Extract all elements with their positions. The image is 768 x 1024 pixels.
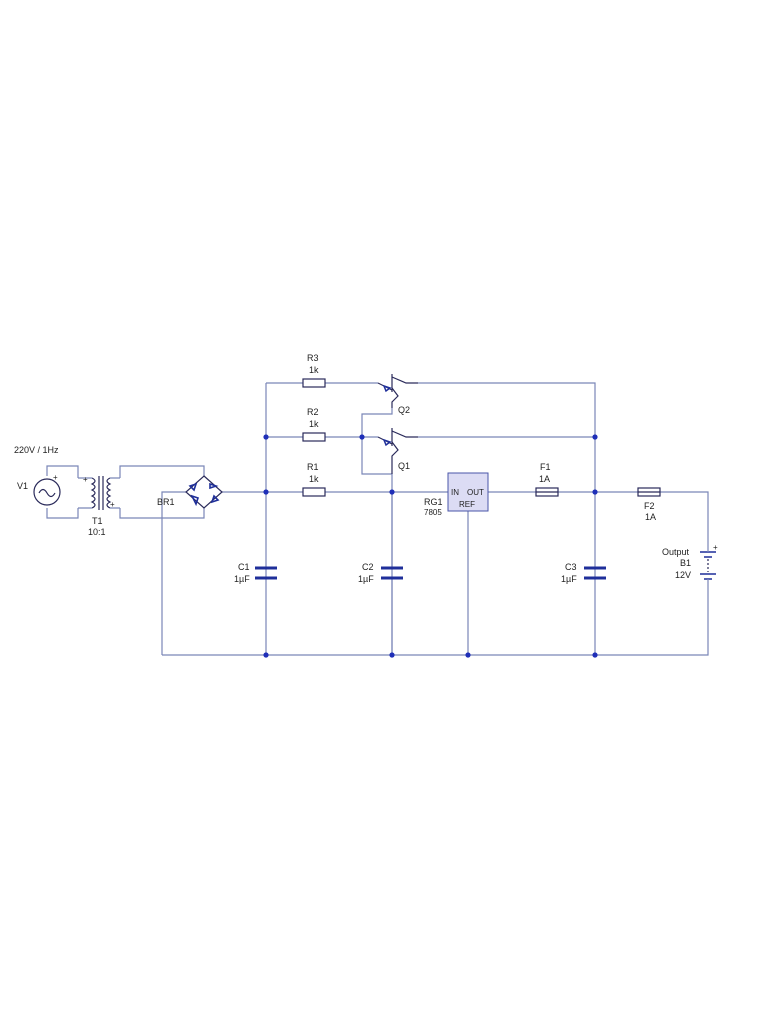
- capacitor-plates: [255, 566, 277, 580]
- primary-coil: [90, 477, 96, 509]
- transistor-q2: Q2: [377, 374, 418, 415]
- emitter-arrow-icon: [382, 384, 392, 393]
- junction: [263, 652, 269, 658]
- capacitor-ref: C1: [238, 562, 250, 572]
- junction: [592, 652, 598, 658]
- secondary-coil: [106, 477, 112, 509]
- transistor-emitter: [391, 387, 399, 408]
- diode-icons: [188, 482, 220, 507]
- junction: [465, 652, 471, 658]
- resistor-body: [302, 378, 326, 388]
- battery-cells: [700, 551, 716, 580]
- wire-q2-collector-right-rail: [418, 382, 596, 655]
- source-ref: V1: [17, 481, 28, 491]
- capacitor-value: 1µF: [358, 574, 374, 584]
- transformer-core: [98, 476, 104, 510]
- capacitor-c2: C2 1µF: [358, 562, 403, 584]
- capacitor-value: 1µF: [234, 574, 250, 584]
- transformer-ref: T1: [92, 516, 103, 526]
- fuse-value: 1A: [539, 474, 550, 484]
- capacitor-value: 1µF: [561, 574, 577, 584]
- junction: [359, 434, 365, 440]
- wire-source-top: [46, 465, 79, 478]
- resistor-r1: R1 1k: [302, 462, 326, 497]
- wire-transformer-sec-bottom: [119, 508, 205, 519]
- source-plus: +: [53, 473, 58, 482]
- fuse-ref: F1: [540, 462, 551, 472]
- regulator-part: 7805: [424, 508, 442, 517]
- junction: [263, 434, 269, 440]
- capacitor-plates: [381, 566, 403, 580]
- regulator-rg1: IN OUT REF RG1 7805: [424, 472, 489, 517]
- resistor-value: 1k: [309, 474, 319, 484]
- transformer-t1: + + T1 10:1: [78, 475, 120, 537]
- transistor-collector: [391, 376, 418, 384]
- transformer-ratio: 10:1: [88, 527, 106, 537]
- junction: [263, 489, 269, 495]
- sine-wave-icon: [38, 488, 56, 498]
- transformer-plus-secondary: +: [110, 500, 115, 509]
- junction: [389, 652, 395, 658]
- transistor-ref: Q1: [398, 461, 410, 471]
- resistor-body: [302, 487, 326, 497]
- capacitor-c1: C1 1µF: [234, 562, 277, 584]
- fuse-ref: F2: [644, 501, 655, 511]
- transistor-collector: [391, 430, 418, 438]
- wire-q1-emitter-down: [361, 437, 393, 655]
- emitter-arrow-icon: [382, 438, 392, 447]
- capacitor-ref: C3: [565, 562, 577, 572]
- regulator-body: [447, 472, 489, 512]
- transistor-q1: Q1: [377, 428, 418, 474]
- resistor-ref: R1: [307, 462, 319, 472]
- resistor-body: [302, 432, 326, 442]
- wire-bridge-return: [161, 491, 186, 655]
- bridge-ref: BR1: [157, 497, 175, 507]
- capacitor-c3: C3 1µF: [561, 562, 606, 584]
- transistor-emitter: [391, 441, 399, 474]
- regulator-pin-in: IN: [451, 488, 459, 497]
- resistor-ref: R3: [307, 353, 319, 363]
- fuse-f2: F2 1A: [637, 487, 661, 522]
- source-value: 220V / 1Hz: [14, 445, 59, 455]
- junction: [592, 489, 598, 495]
- junctions: [263, 434, 598, 658]
- capacitor-plates: [584, 566, 606, 580]
- resistor-value: 1k: [309, 365, 319, 375]
- bridge-diamond: [185, 475, 223, 509]
- wire-bottom-rail: [162, 586, 709, 656]
- regulator-ref: RG1: [424, 497, 443, 507]
- battery-value: 12V: [675, 570, 691, 580]
- resistor-r3: R3 1k: [302, 353, 326, 388]
- wire-source-bottom: [46, 508, 79, 519]
- capacitor-ref: C2: [362, 562, 374, 572]
- resistor-value: 1k: [309, 419, 319, 429]
- resistor-r2: R2 1k: [302, 407, 326, 442]
- wire-q2-emitter-loop: [361, 408, 393, 437]
- junction: [389, 489, 395, 495]
- regulator-pin-ref: REF: [459, 500, 475, 509]
- wire-transformer-sec-top: [119, 465, 205, 478]
- resistor-ref: R2: [307, 407, 319, 417]
- transformer-plus-primary: +: [83, 475, 88, 484]
- ac-source-v1: + 220V / 1Hz V1: [14, 445, 61, 506]
- battery-plus: +: [713, 543, 718, 552]
- regulator-pin-out: OUT: [467, 488, 484, 497]
- battery-ref: B1: [680, 558, 691, 568]
- wires: [46, 382, 709, 656]
- fuse-f1: F1 1A: [535, 462, 559, 497]
- fuse-value: 1A: [645, 512, 656, 522]
- bridge-rectifier-br1: BR1: [157, 475, 223, 509]
- transistor-ref: Q2: [398, 405, 410, 415]
- junction: [592, 434, 598, 440]
- wire-f2-to-battery: [660, 491, 709, 548]
- transformer-leads: [78, 477, 120, 509]
- battery-b1: + Output B1 12V: [662, 543, 718, 586]
- ac-source-symbol: [33, 478, 61, 506]
- battery-name: Output: [662, 547, 690, 557]
